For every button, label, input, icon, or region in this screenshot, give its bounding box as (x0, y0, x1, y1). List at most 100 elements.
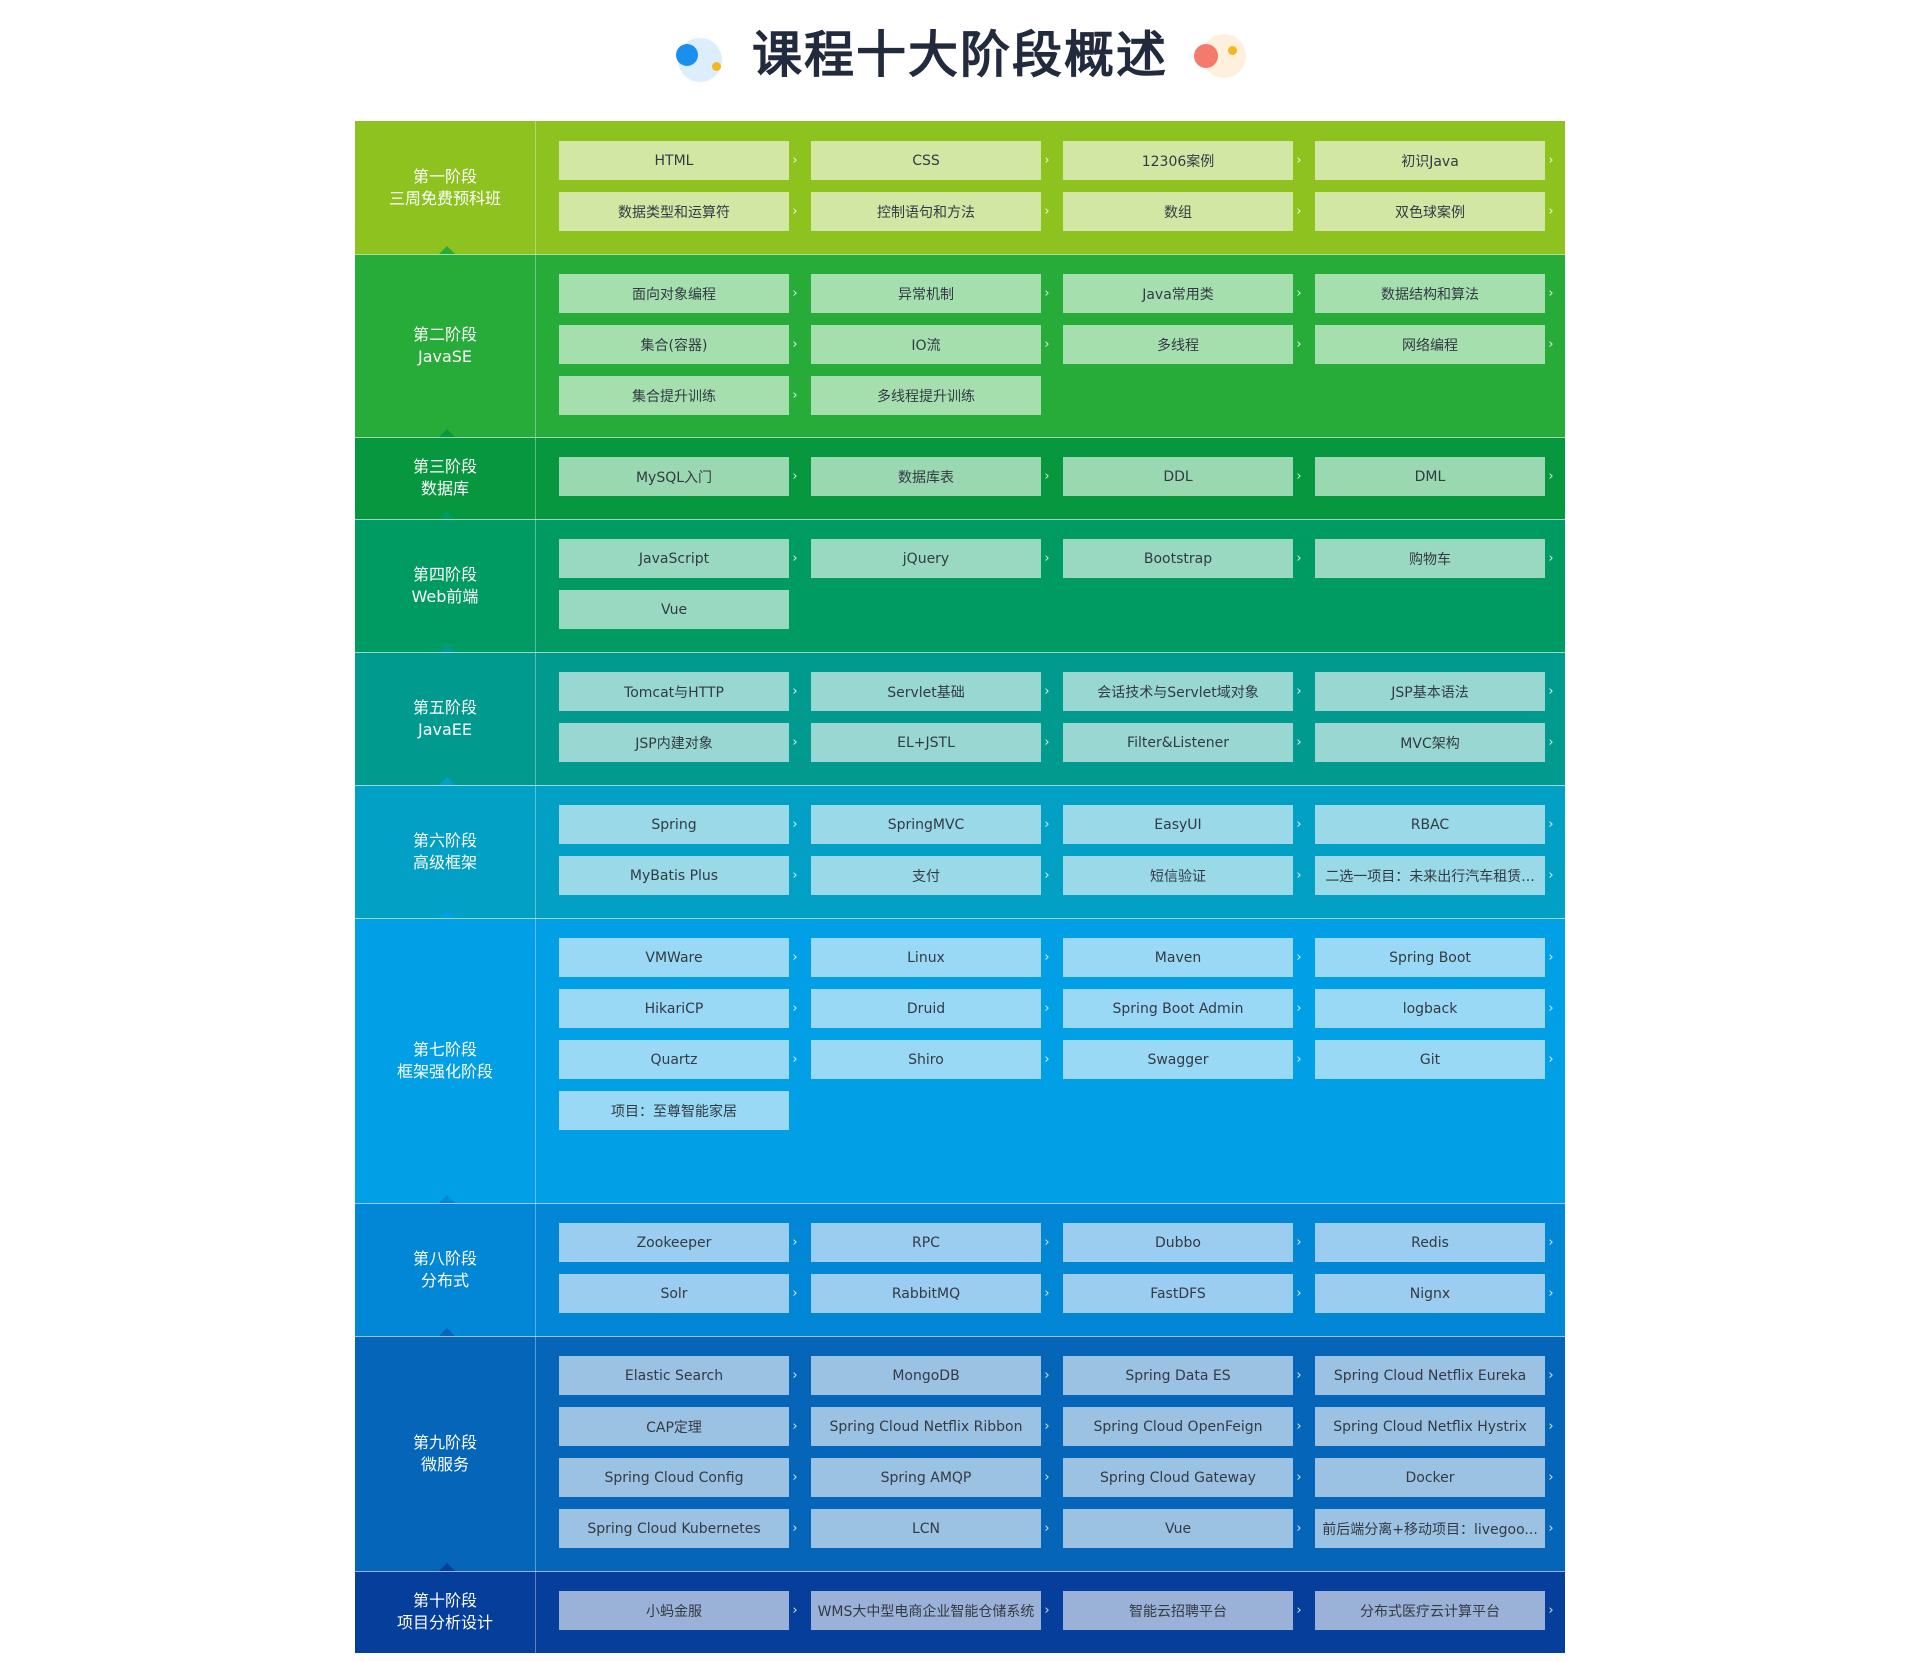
course-item[interactable]: Spring Cloud Gateway (1063, 1458, 1293, 1497)
course-item[interactable]: Spring Cloud Kubernetes (559, 1509, 789, 1548)
course-item[interactable]: 面向对象编程 (559, 274, 789, 313)
course-item[interactable]: SpringMVC (811, 805, 1041, 844)
course-item[interactable]: Shiro (811, 1040, 1041, 1079)
course-item[interactable]: LCN (811, 1509, 1041, 1548)
course-item[interactable]: MVC架构 (1315, 723, 1545, 762)
course-item[interactable]: Git (1315, 1040, 1545, 1079)
course-item[interactable]: 短信验证 (1063, 856, 1293, 895)
course-item[interactable]: Maven (1063, 938, 1293, 977)
chevron-right-icon: › (1044, 817, 1050, 832)
course-item[interactable]: Docker (1315, 1458, 1545, 1497)
chevron-right-icon: › (1044, 1419, 1050, 1434)
stage-subtitle: 框架强化阶段 (396, 1061, 493, 1081)
chevron-right-icon: › (1548, 1470, 1554, 1485)
course-item[interactable]: Vue (559, 590, 789, 629)
course-item[interactable]: 智能云招聘平台 (1063, 1591, 1293, 1630)
course-item[interactable]: 多线程提升训练 (811, 376, 1041, 415)
course-item[interactable]: MyBatis Plus (559, 856, 789, 895)
course-item[interactable]: 数组 (1063, 192, 1293, 231)
chevron-right-icon: › (1044, 1603, 1050, 1618)
course-item[interactable]: Elastic Search (559, 1356, 789, 1395)
course-item[interactable]: 双色球案例 (1315, 192, 1545, 231)
course-item[interactable]: 项目：至尊智能家居 (559, 1091, 789, 1130)
stage-subtitle: 分布式 (420, 1270, 469, 1290)
course-item[interactable]: CSS (811, 141, 1041, 180)
course-item[interactable]: FastDFS (1063, 1274, 1293, 1313)
course-item[interactable]: DML (1315, 457, 1545, 496)
chevron-right-icon: › (1548, 950, 1554, 965)
course-item[interactable]: 多线程 (1063, 325, 1293, 364)
chevron-right-icon: › (1044, 1470, 1050, 1485)
course-item[interactable]: 控制语句和方法 (811, 192, 1041, 231)
course-item[interactable]: Dubbo (1063, 1223, 1293, 1262)
course-item[interactable]: Vue (1063, 1509, 1293, 1548)
course-item[interactable]: EasyUI (1063, 805, 1293, 844)
page-title: 课程十大阶段概述 (752, 26, 1168, 84)
course-item[interactable]: 集合提升训练 (559, 376, 789, 415)
course-item[interactable]: Quartz (559, 1040, 789, 1079)
course-item[interactable]: Zookeeper (559, 1223, 789, 1262)
course-item[interactable]: Spring AMQP (811, 1458, 1041, 1497)
course-item[interactable]: 数据类型和运算符 (559, 192, 789, 231)
course-item[interactable]: Spring Cloud Netflix Ribbon (811, 1407, 1041, 1446)
course-item[interactable]: DDL (1063, 457, 1293, 496)
course-item[interactable]: Spring Cloud Netflix Hystrix (1315, 1407, 1545, 1446)
course-item[interactable]: 小蚂金服 (559, 1591, 789, 1630)
course-item[interactable]: Java常用类 (1063, 274, 1293, 313)
course-item[interactable]: Linux (811, 938, 1041, 977)
course-item[interactable]: Spring Cloud Netflix Eureka (1315, 1356, 1545, 1395)
course-item[interactable]: 初识Java (1315, 141, 1545, 180)
course-item[interactable]: VMWare (559, 938, 789, 977)
course-item[interactable]: 数据库表 (811, 457, 1041, 496)
course-item[interactable]: 12306案例 (1063, 141, 1293, 180)
course-item[interactable]: Nignx (1315, 1274, 1545, 1313)
course-item[interactable]: 前后端分离+移动项目：livegoo... (1315, 1509, 1545, 1548)
course-item[interactable]: Servlet基础 (811, 672, 1041, 711)
course-item[interactable]: JSP基本语法 (1315, 672, 1545, 711)
course-item[interactable]: 网络编程 (1315, 325, 1545, 364)
course-item[interactable]: Bootstrap (1063, 539, 1293, 578)
course-item[interactable]: JavaScript (559, 539, 789, 578)
course-item[interactable]: Spring (559, 805, 789, 844)
course-item[interactable]: 购物车 (1315, 539, 1545, 578)
course-item[interactable]: Tomcat与HTTP (559, 672, 789, 711)
course-item[interactable]: 二选一项目：未来出行汽车租赁... (1315, 856, 1545, 895)
course-item[interactable]: CAP定理 (559, 1407, 789, 1446)
course-item[interactable]: WMS大中型电商企业智能仓储系统 (811, 1591, 1041, 1630)
course-item[interactable]: EL+JSTL (811, 723, 1041, 762)
course-item[interactable]: 会话技术与Servlet域对象 (1063, 672, 1293, 711)
course-item[interactable]: 支付 (811, 856, 1041, 895)
chevron-right-icon: › (1548, 469, 1554, 484)
chevron-right-icon: › (792, 684, 798, 699)
course-item[interactable]: RBAC (1315, 805, 1545, 844)
chevron-right-icon: › (1296, 735, 1302, 750)
course-item[interactable]: 异常机制 (811, 274, 1041, 313)
course-item[interactable]: Spring Data ES (1063, 1356, 1293, 1395)
course-item[interactable]: HikariCP (559, 989, 789, 1028)
course-item[interactable]: Filter&Listener (1063, 723, 1293, 762)
course-item[interactable]: IO流 (811, 325, 1041, 364)
chevron-right-icon: › (1296, 1521, 1302, 1536)
course-item[interactable]: RPC (811, 1223, 1041, 1262)
course-item[interactable]: logback (1315, 989, 1545, 1028)
course-item[interactable]: HTML (559, 141, 789, 180)
course-item[interactable]: Spring Cloud Config (559, 1458, 789, 1497)
course-item[interactable]: Spring Boot (1315, 938, 1545, 977)
course-item[interactable]: MySQL入门 (559, 457, 789, 496)
course-item[interactable]: Spring Boot Admin (1063, 989, 1293, 1028)
chevron-right-icon: › (1548, 1368, 1554, 1383)
course-item[interactable]: JSP内建对象 (559, 723, 789, 762)
course-item[interactable]: Druid (811, 989, 1041, 1028)
course-item[interactable]: Spring Cloud OpenFeign (1063, 1407, 1293, 1446)
course-item[interactable]: 数据结构和算法 (1315, 274, 1545, 313)
course-item[interactable]: jQuery (811, 539, 1041, 578)
course-item[interactable]: Solr (559, 1274, 789, 1313)
course-item[interactable]: RabbitMQ (811, 1274, 1041, 1313)
course-item[interactable]: Swagger (1063, 1040, 1293, 1079)
course-item[interactable]: MongoDB (811, 1356, 1041, 1395)
course-item[interactable]: 分布式医疗云计算平台 (1315, 1591, 1545, 1630)
stage-connector-icon (438, 644, 456, 653)
course-item[interactable]: Redis (1315, 1223, 1545, 1262)
course-item[interactable]: 集合(容器) (559, 325, 789, 364)
